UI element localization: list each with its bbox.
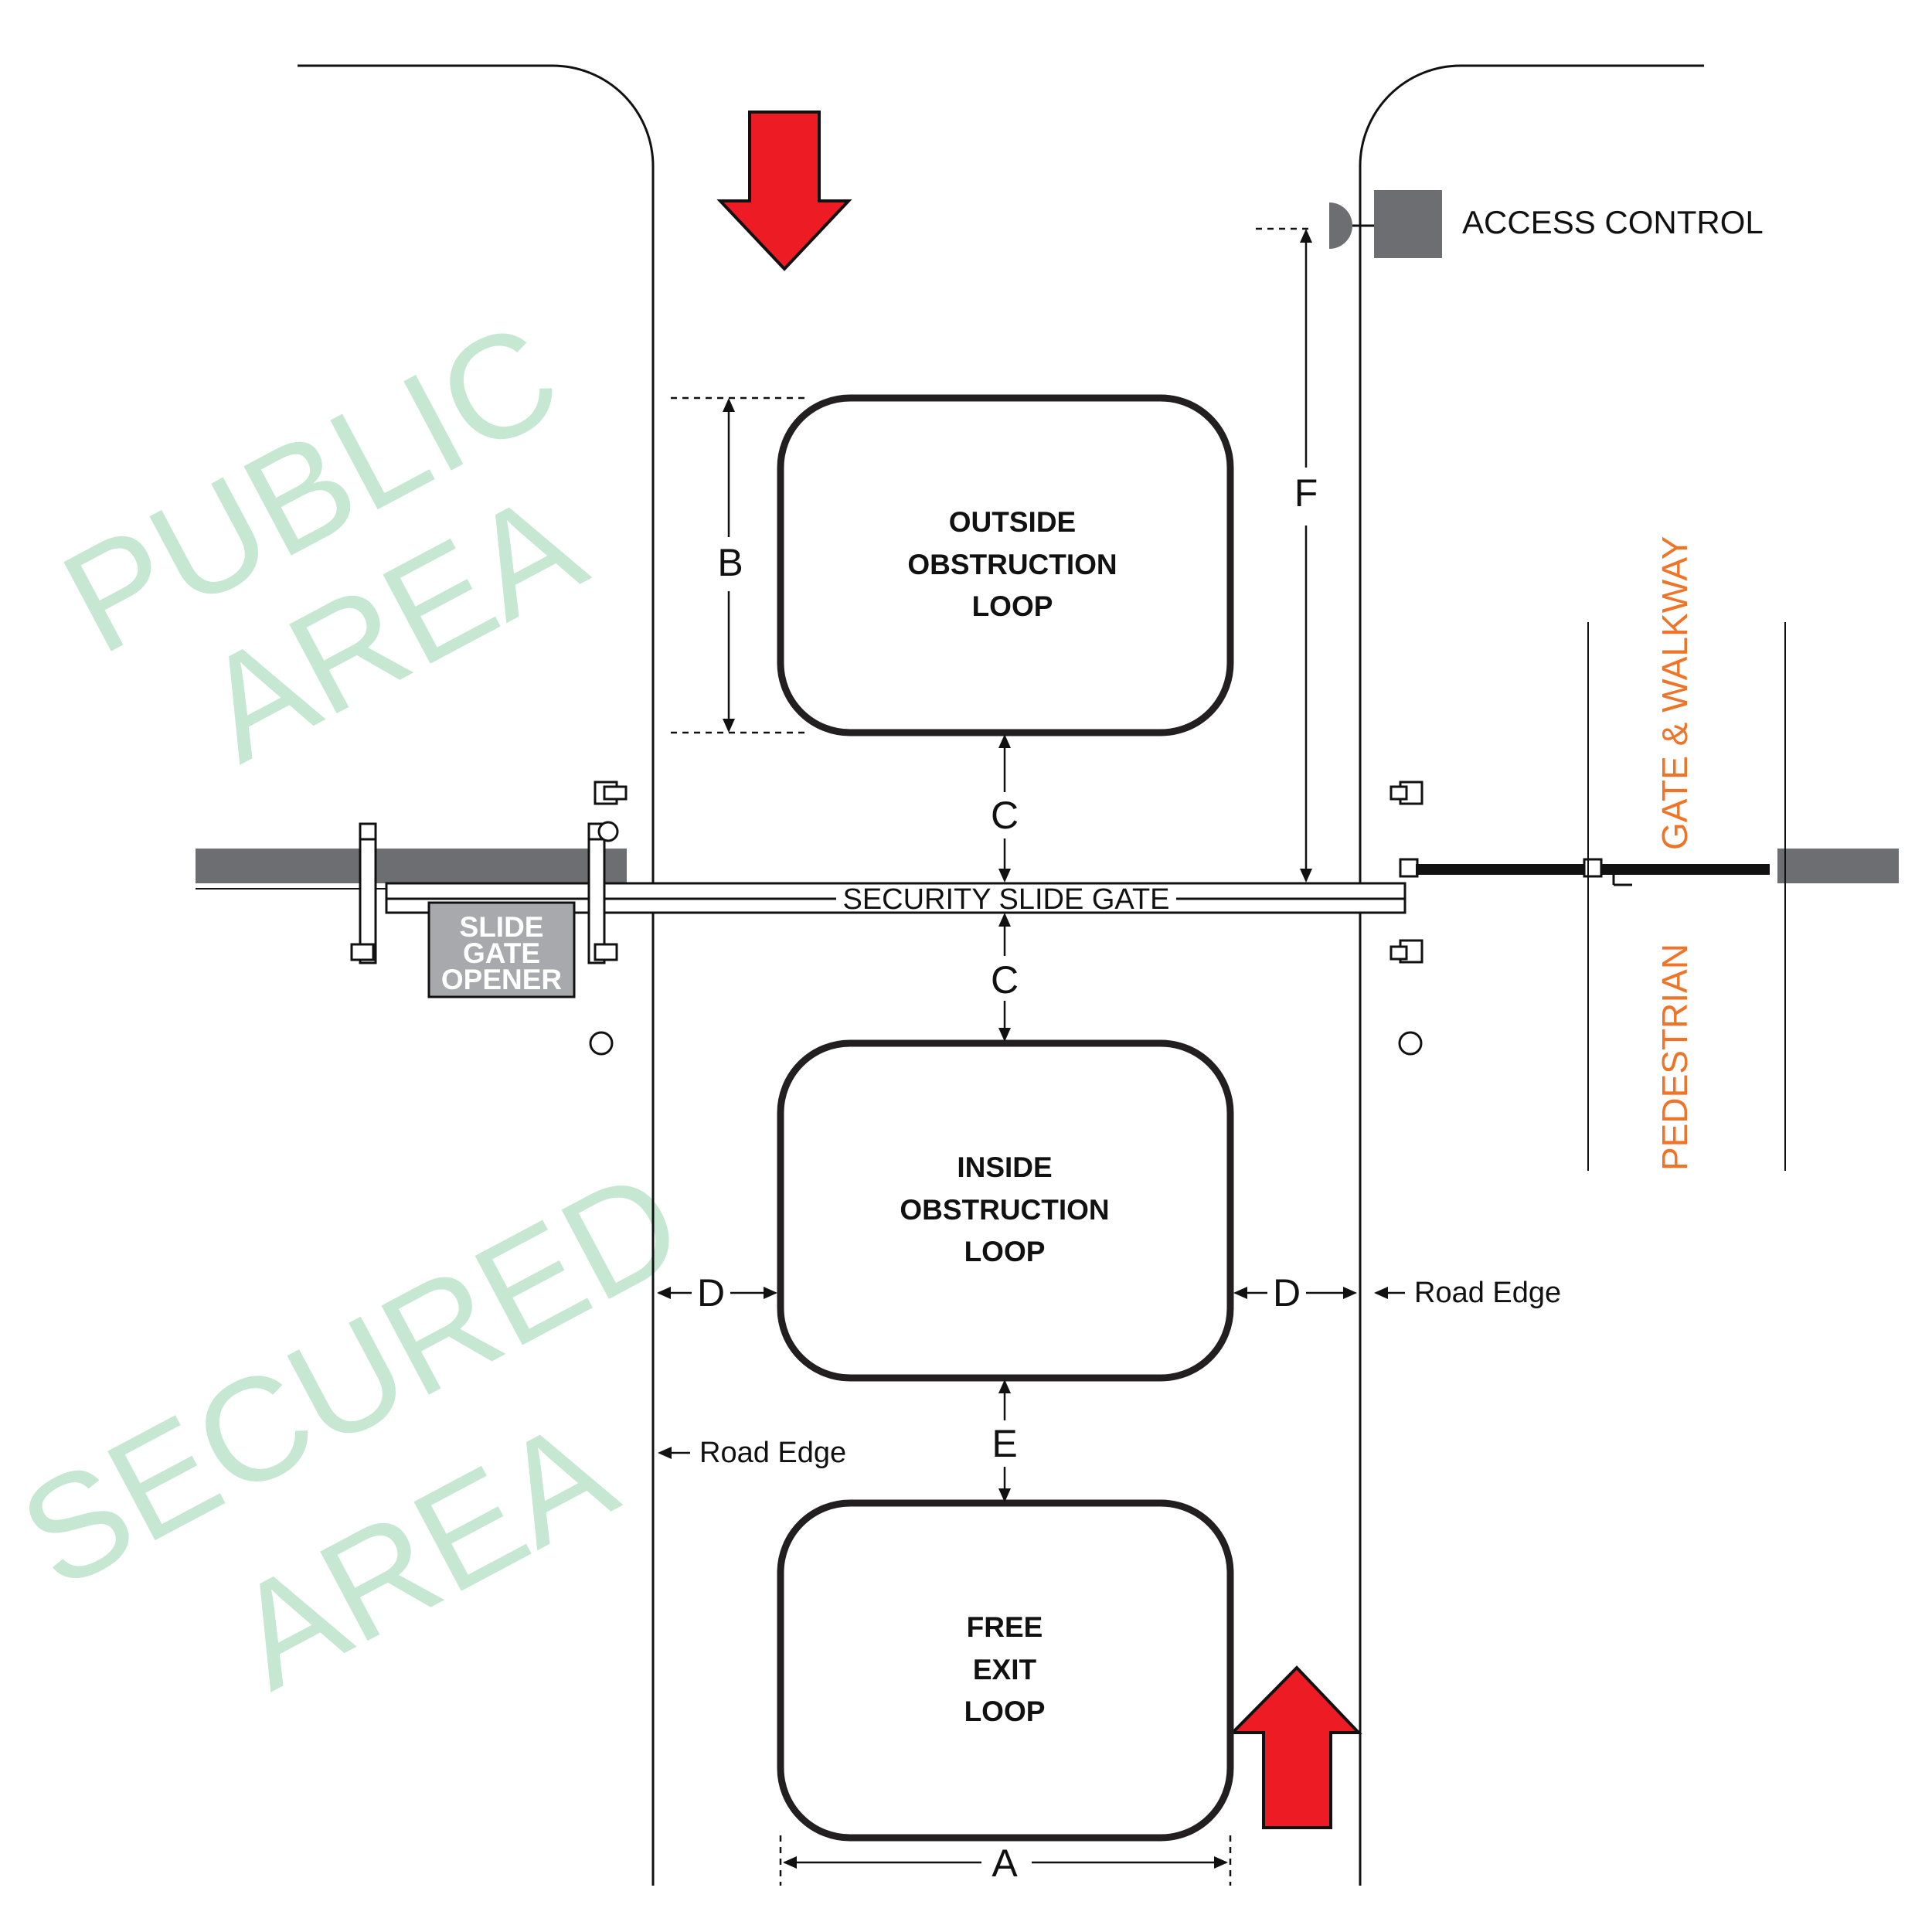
dimension-b: B — [717, 541, 743, 584]
pedestrian-gate: GATE & WALKWAY PEDESTRIAN — [1416, 536, 1786, 1171]
dimension-a: A — [992, 1842, 1018, 1885]
public-area-watermark: PUBLIC AREA — [39, 291, 608, 793]
dimension-c-upper: C — [991, 794, 1019, 837]
security-slide-gate: SECURITY SLIDE GATE — [385, 882, 1406, 916]
dimension-f: F — [1294, 471, 1318, 515]
outbound-arrow-icon — [1229, 1665, 1362, 1829]
inside-loop-line2: OBSTRUCTION — [900, 1194, 1109, 1226]
access-control-label: ACCESS CONTROL — [1462, 204, 1764, 240]
dimension-c-lower: C — [991, 958, 1019, 1002]
free-exit-loop-line2: EXIT — [973, 1654, 1037, 1685]
free-exit-loop: FREE EXIT LOOP — [777, 1499, 1234, 1842]
right-fence — [1777, 849, 1899, 883]
gate-posts — [350, 781, 1423, 964]
access-reader-icon — [1329, 202, 1352, 249]
outside-loop-line2: OBSTRUCTION — [907, 549, 1117, 580]
inside-loop-line3: LOOP — [964, 1236, 1046, 1267]
opener-line2: GATE — [463, 937, 540, 969]
dimension-d-right: D — [1273, 1271, 1301, 1315]
right-road-edge — [1359, 64, 1704, 1886]
pedestrian-label-line1: GATE & WALKWAY — [1655, 536, 1695, 850]
secured-area-watermark: SECURED AREA — [0, 1138, 707, 1720]
right-photo-eye-icon — [1398, 1031, 1423, 1056]
security-slide-gate-label: SECURITY SLIDE GATE — [842, 883, 1169, 916]
left-photo-eye-icon — [589, 1031, 614, 1056]
left-fence — [196, 849, 627, 883]
free-exit-loop-line3: LOOP — [964, 1696, 1046, 1727]
opener-line1: SLIDE — [460, 911, 544, 943]
dimension-e: E — [992, 1422, 1017, 1465]
inside-loop-line1: INSIDE — [957, 1151, 1052, 1183]
outside-obstruction-loop: OUTSIDE OBSTRUCTION LOOP — [777, 394, 1234, 736]
free-exit-loop-line1: FREE — [967, 1611, 1043, 1643]
inside-obstruction-loop: INSIDE OBSTRUCTION LOOP — [777, 1039, 1234, 1382]
road-edge-label-right: Road Edge — [1414, 1277, 1561, 1309]
outside-loop-line3: LOOP — [972, 590, 1053, 622]
dimension-arrowheads — [657, 229, 1388, 1869]
left-road-edge — [298, 64, 655, 1886]
road-edge-label-left: Road Edge — [699, 1437, 846, 1469]
outside-loop-line1: OUTSIDE — [949, 506, 1076, 538]
access-control-device: ACCESS CONTROL — [1329, 190, 1764, 258]
dimension-d-left: D — [697, 1271, 725, 1315]
slide-gate-opener: SLIDE GATE OPENER — [427, 901, 576, 998]
access-control-box-icon — [1374, 190, 1442, 258]
pedestrian-label-line2: PEDESTRIAN — [1655, 944, 1695, 1171]
inbound-arrow-icon — [716, 111, 852, 271]
opener-line3: OPENER — [441, 964, 562, 995]
